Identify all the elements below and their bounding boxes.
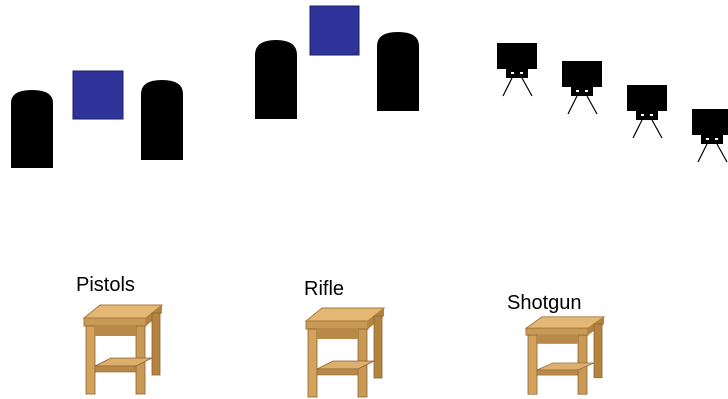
blue-square-target-icon — [310, 6, 359, 55]
silhouette-target-icon — [255, 40, 297, 119]
clay-thrower-icon — [497, 43, 537, 96]
station-label-pistols: Pistols — [76, 275, 135, 295]
blue-square-target-icon — [73, 71, 123, 119]
rifle-targets — [255, 6, 419, 119]
silhouette-target-icon — [11, 90, 53, 168]
station-label-rifle: Rifle — [304, 279, 344, 299]
clay-thrower-icon — [692, 109, 728, 162]
clay-thrower-icon — [562, 61, 602, 114]
silhouette-target-icon — [141, 80, 183, 160]
wooden-stool-icon — [78, 304, 164, 396]
pistol-targets — [11, 71, 183, 168]
wooden-stool-icon — [520, 316, 606, 396]
clay-thrower-icon — [627, 85, 667, 138]
station-label-shotgun: Shotgun — [507, 293, 582, 313]
wooden-stool-icon — [300, 307, 386, 399]
silhouette-target-icon — [377, 32, 419, 111]
clay-throwers — [497, 43, 728, 162]
